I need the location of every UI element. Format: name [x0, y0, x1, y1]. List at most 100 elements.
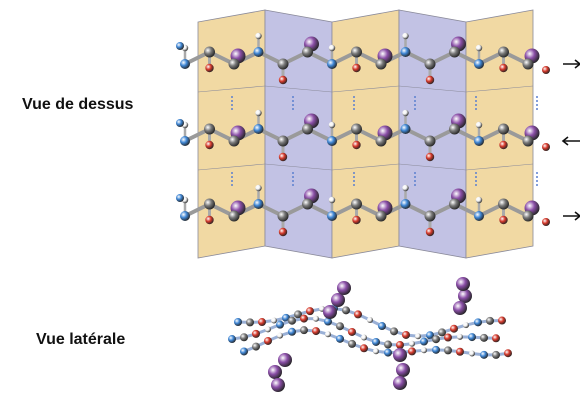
hydrogen-atom — [255, 109, 262, 117]
oxygen-atom — [278, 227, 288, 237]
carbon-atom — [522, 210, 534, 222]
backbone-atom — [246, 318, 254, 327]
hydrogen-atom — [475, 121, 483, 129]
oxygen-atom — [278, 152, 288, 162]
backbone-atom — [409, 340, 415, 347]
backbone-atom — [288, 327, 296, 336]
sheet-divider — [398, 85, 467, 93]
carbon-atom — [228, 135, 240, 147]
backbone-atom — [450, 324, 458, 333]
nitrogen-atom — [474, 59, 484, 69]
backbone-atom — [324, 317, 332, 326]
backbone-atom — [444, 346, 452, 355]
carbon-atom — [277, 58, 289, 70]
backbone-atom — [372, 337, 380, 346]
sheet-divider — [331, 85, 400, 93]
sheet-panel — [465, 9, 534, 259]
backbone-atom — [408, 347, 416, 356]
hydrogen-atom — [475, 196, 483, 204]
backbone-atom — [300, 314, 308, 323]
carbon-atom — [449, 46, 460, 58]
sheet-divider — [264, 85, 333, 93]
backbone-atom — [367, 316, 373, 323]
side-view-strand — [228, 314, 500, 349]
backbone-atom — [348, 327, 356, 336]
backbone-atom — [360, 344, 368, 353]
sheet-divider — [197, 163, 266, 171]
backbone-atom — [432, 335, 440, 344]
side-chain-atom — [323, 305, 337, 319]
oxygen-atom — [542, 218, 550, 226]
sheet-divider — [331, 163, 400, 171]
hydrogen-atom — [328, 121, 336, 129]
carbon-atom — [204, 198, 215, 210]
oxygen-atom — [542, 66, 550, 74]
oxygen-atom — [499, 63, 508, 73]
carbon-atom — [424, 58, 436, 70]
backbone-atom — [438, 328, 446, 337]
arrowhead-icon — [574, 211, 580, 221]
hydrogen-atom — [328, 196, 336, 204]
carbon-atom — [522, 58, 534, 70]
carbon-atom — [228, 58, 240, 70]
backbone-atom — [276, 320, 284, 329]
backbone-atom — [354, 310, 362, 319]
side-chain-atom — [271, 378, 285, 392]
sheet-divider — [197, 85, 266, 93]
oxygen-atom — [205, 140, 214, 150]
backbone-atom — [480, 333, 488, 342]
oxygen-atom — [205, 63, 214, 73]
strand-direction-arrows — [561, 59, 580, 221]
carbon-atom — [449, 198, 460, 210]
backbone-atom — [390, 327, 398, 336]
backbone-atom — [402, 330, 410, 339]
backbone-atom — [498, 316, 506, 325]
hydrogen-atom — [402, 109, 409, 117]
backbone-atom — [492, 350, 500, 359]
nitrogen-atom — [400, 47, 411, 57]
backbone-atom — [456, 347, 464, 356]
oxygen-atom — [278, 75, 288, 85]
nitrogen-atom — [253, 199, 264, 209]
oxygen-atom — [425, 75, 435, 85]
sheet-divider — [264, 163, 333, 171]
nitrogen-atom — [253, 47, 264, 57]
nitrogen-atom — [474, 136, 484, 146]
backbone-atom — [271, 317, 277, 324]
backbone-atom — [463, 322, 469, 329]
nitrogen-atom — [180, 136, 190, 146]
backbone-atom — [252, 342, 260, 351]
side-chain-atom — [393, 376, 407, 390]
backbone-atom — [277, 332, 283, 339]
backbone-atom — [252, 329, 260, 338]
carbon-atom — [375, 210, 387, 222]
nitrogen-atom — [327, 136, 337, 146]
sheet-divider — [465, 163, 534, 171]
carbon-atom — [449, 123, 460, 135]
backbone-atom — [336, 322, 344, 331]
backbone-atom — [288, 316, 296, 325]
backbone-atom — [468, 333, 476, 342]
side-chain-atom — [396, 363, 410, 377]
backbone-atom — [421, 347, 427, 354]
backbone-atom — [348, 339, 356, 348]
backbone-atom — [415, 333, 421, 340]
backbone-atom — [396, 340, 404, 349]
oxygen-atom — [352, 63, 361, 73]
backbone-atom — [264, 336, 272, 345]
peptide-strand — [176, 184, 550, 237]
oxygen-atom — [425, 227, 435, 237]
backbone-atom — [240, 347, 248, 356]
side-chain-atom — [393, 348, 407, 362]
nitrogen-atom — [327, 59, 337, 69]
carbon-atom — [302, 46, 313, 58]
backbone-atom — [312, 327, 320, 336]
arrowhead-icon — [561, 136, 569, 146]
nitrogen-atom — [400, 199, 411, 209]
nitrogen-atom — [176, 42, 184, 50]
peptide-strands-top-view — [176, 32, 550, 237]
backbone-atom — [469, 350, 475, 357]
hydrogen-atom — [255, 32, 262, 40]
backbone-atom — [228, 335, 236, 344]
backbone-atom — [378, 322, 386, 331]
